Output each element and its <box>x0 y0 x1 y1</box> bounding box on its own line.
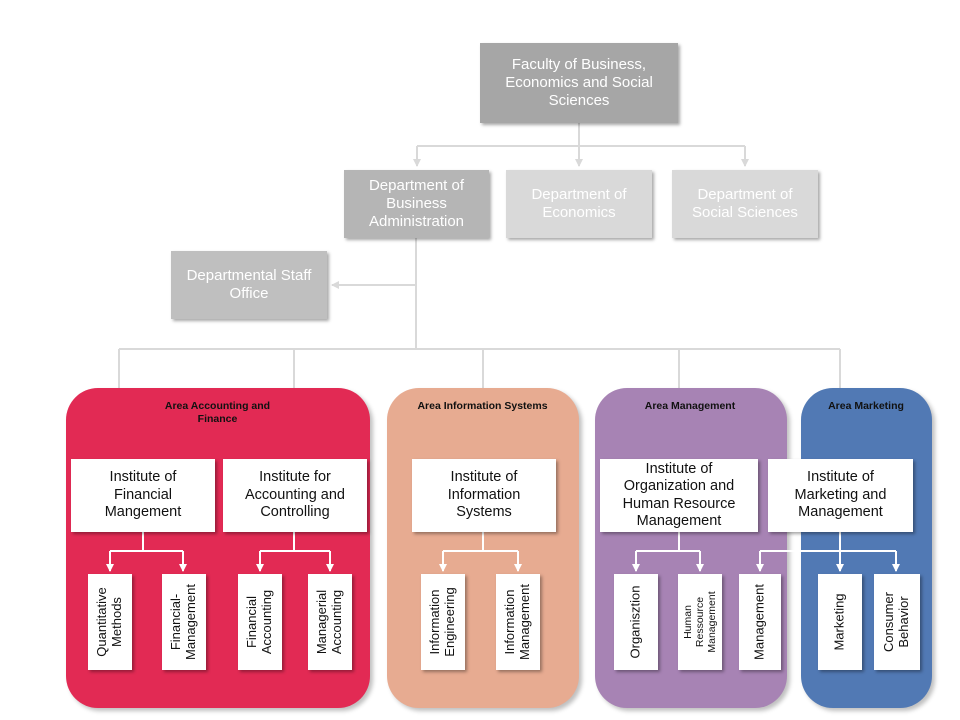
chair-managerial-accounting-label: Managerial Accounting <box>314 589 344 655</box>
area-management-label: Area Management <box>644 400 736 412</box>
chair-hr-management-label: Human Ressource Management <box>681 591 719 653</box>
chair-marketing: Marketing <box>818 574 862 670</box>
chair-financial-accounting: Financial Accounting <box>238 574 282 670</box>
chair-information-management: Information Management <box>496 574 540 670</box>
area-marketing-label: Area Marketing <box>828 400 904 412</box>
staff-office-label: Departmental Staff Office <box>186 267 312 302</box>
faculty-label: Faculty of Business, Economics and Socia… <box>505 56 653 109</box>
chair-financial-accounting-label: Financial Accounting <box>244 589 274 655</box>
department-social-box: Department of Social Sciences <box>672 170 818 238</box>
department-business-box: Department of Business Administration <box>344 170 489 238</box>
chair-management-label: Management <box>751 584 767 660</box>
area-information-systems-label: Area Information Systems <box>417 400 548 412</box>
institute-accounting-controlling-label: Institute for Accounting and Controlling <box>245 469 345 521</box>
chair-organisztion: Organisztion <box>614 574 658 670</box>
chair-management: Management <box>739 574 781 670</box>
area-accounting-finance-label: Area Accounting and Finance <box>164 400 271 426</box>
institute-information-systems-label: Institute of Information Systems <box>447 469 521 521</box>
chair-quantitative-methods: Quantitative Methods <box>88 574 132 670</box>
chair-financial-management-label: Financial- Management <box>168 584 198 660</box>
faculty-box: Faculty of Business, Economics and Socia… <box>480 43 678 123</box>
department-social-label: Department of Social Sciences <box>692 186 798 221</box>
chair-consumer-behavior-label: Consumer Behavior <box>881 592 911 652</box>
chair-organisztion-label: Organisztion <box>627 585 643 659</box>
institute-financial-management: Institute of Financial Mangement <box>71 459 215 532</box>
chair-marketing-label: Marketing <box>831 593 847 651</box>
chair-financial-management: Financial- Management <box>162 574 206 670</box>
institute-marketing-management-label: Institute of Marketing and Management <box>794 469 887 521</box>
institute-information-systems: Institute of Information Systems <box>412 459 556 532</box>
institute-financial-management-label: Institute of Financial Mangement <box>104 469 182 521</box>
department-economics-box: Department of Economics <box>506 170 652 238</box>
chair-quantitative-methods-label: Quantitative Methods <box>94 587 124 657</box>
department-economics-label: Department of Economics <box>531 186 627 221</box>
chair-hr-management: Human Ressource Management <box>678 574 722 670</box>
chair-information-engineering-label: Information Engineering <box>427 587 457 657</box>
chair-managerial-accounting: Managerial Accounting <box>308 574 352 670</box>
chair-information-management-label: Information Management <box>502 584 532 660</box>
institute-organization-hr: Institute of Organization and Human Reso… <box>600 459 758 532</box>
institute-accounting-controlling: Institute for Accounting and Controlling <box>223 459 367 532</box>
chair-information-engineering: Information Engineering <box>421 574 465 670</box>
institute-marketing-management: Institute of Marketing and Management <box>768 459 913 532</box>
chair-consumer-behavior: Consumer Behavior <box>874 574 920 670</box>
department-business-label: Department of Business Administration <box>368 177 465 230</box>
institute-organization-hr-label: Institute of Organization and Human Reso… <box>622 460 736 529</box>
staff-office-box: Departmental Staff Office <box>171 251 327 319</box>
